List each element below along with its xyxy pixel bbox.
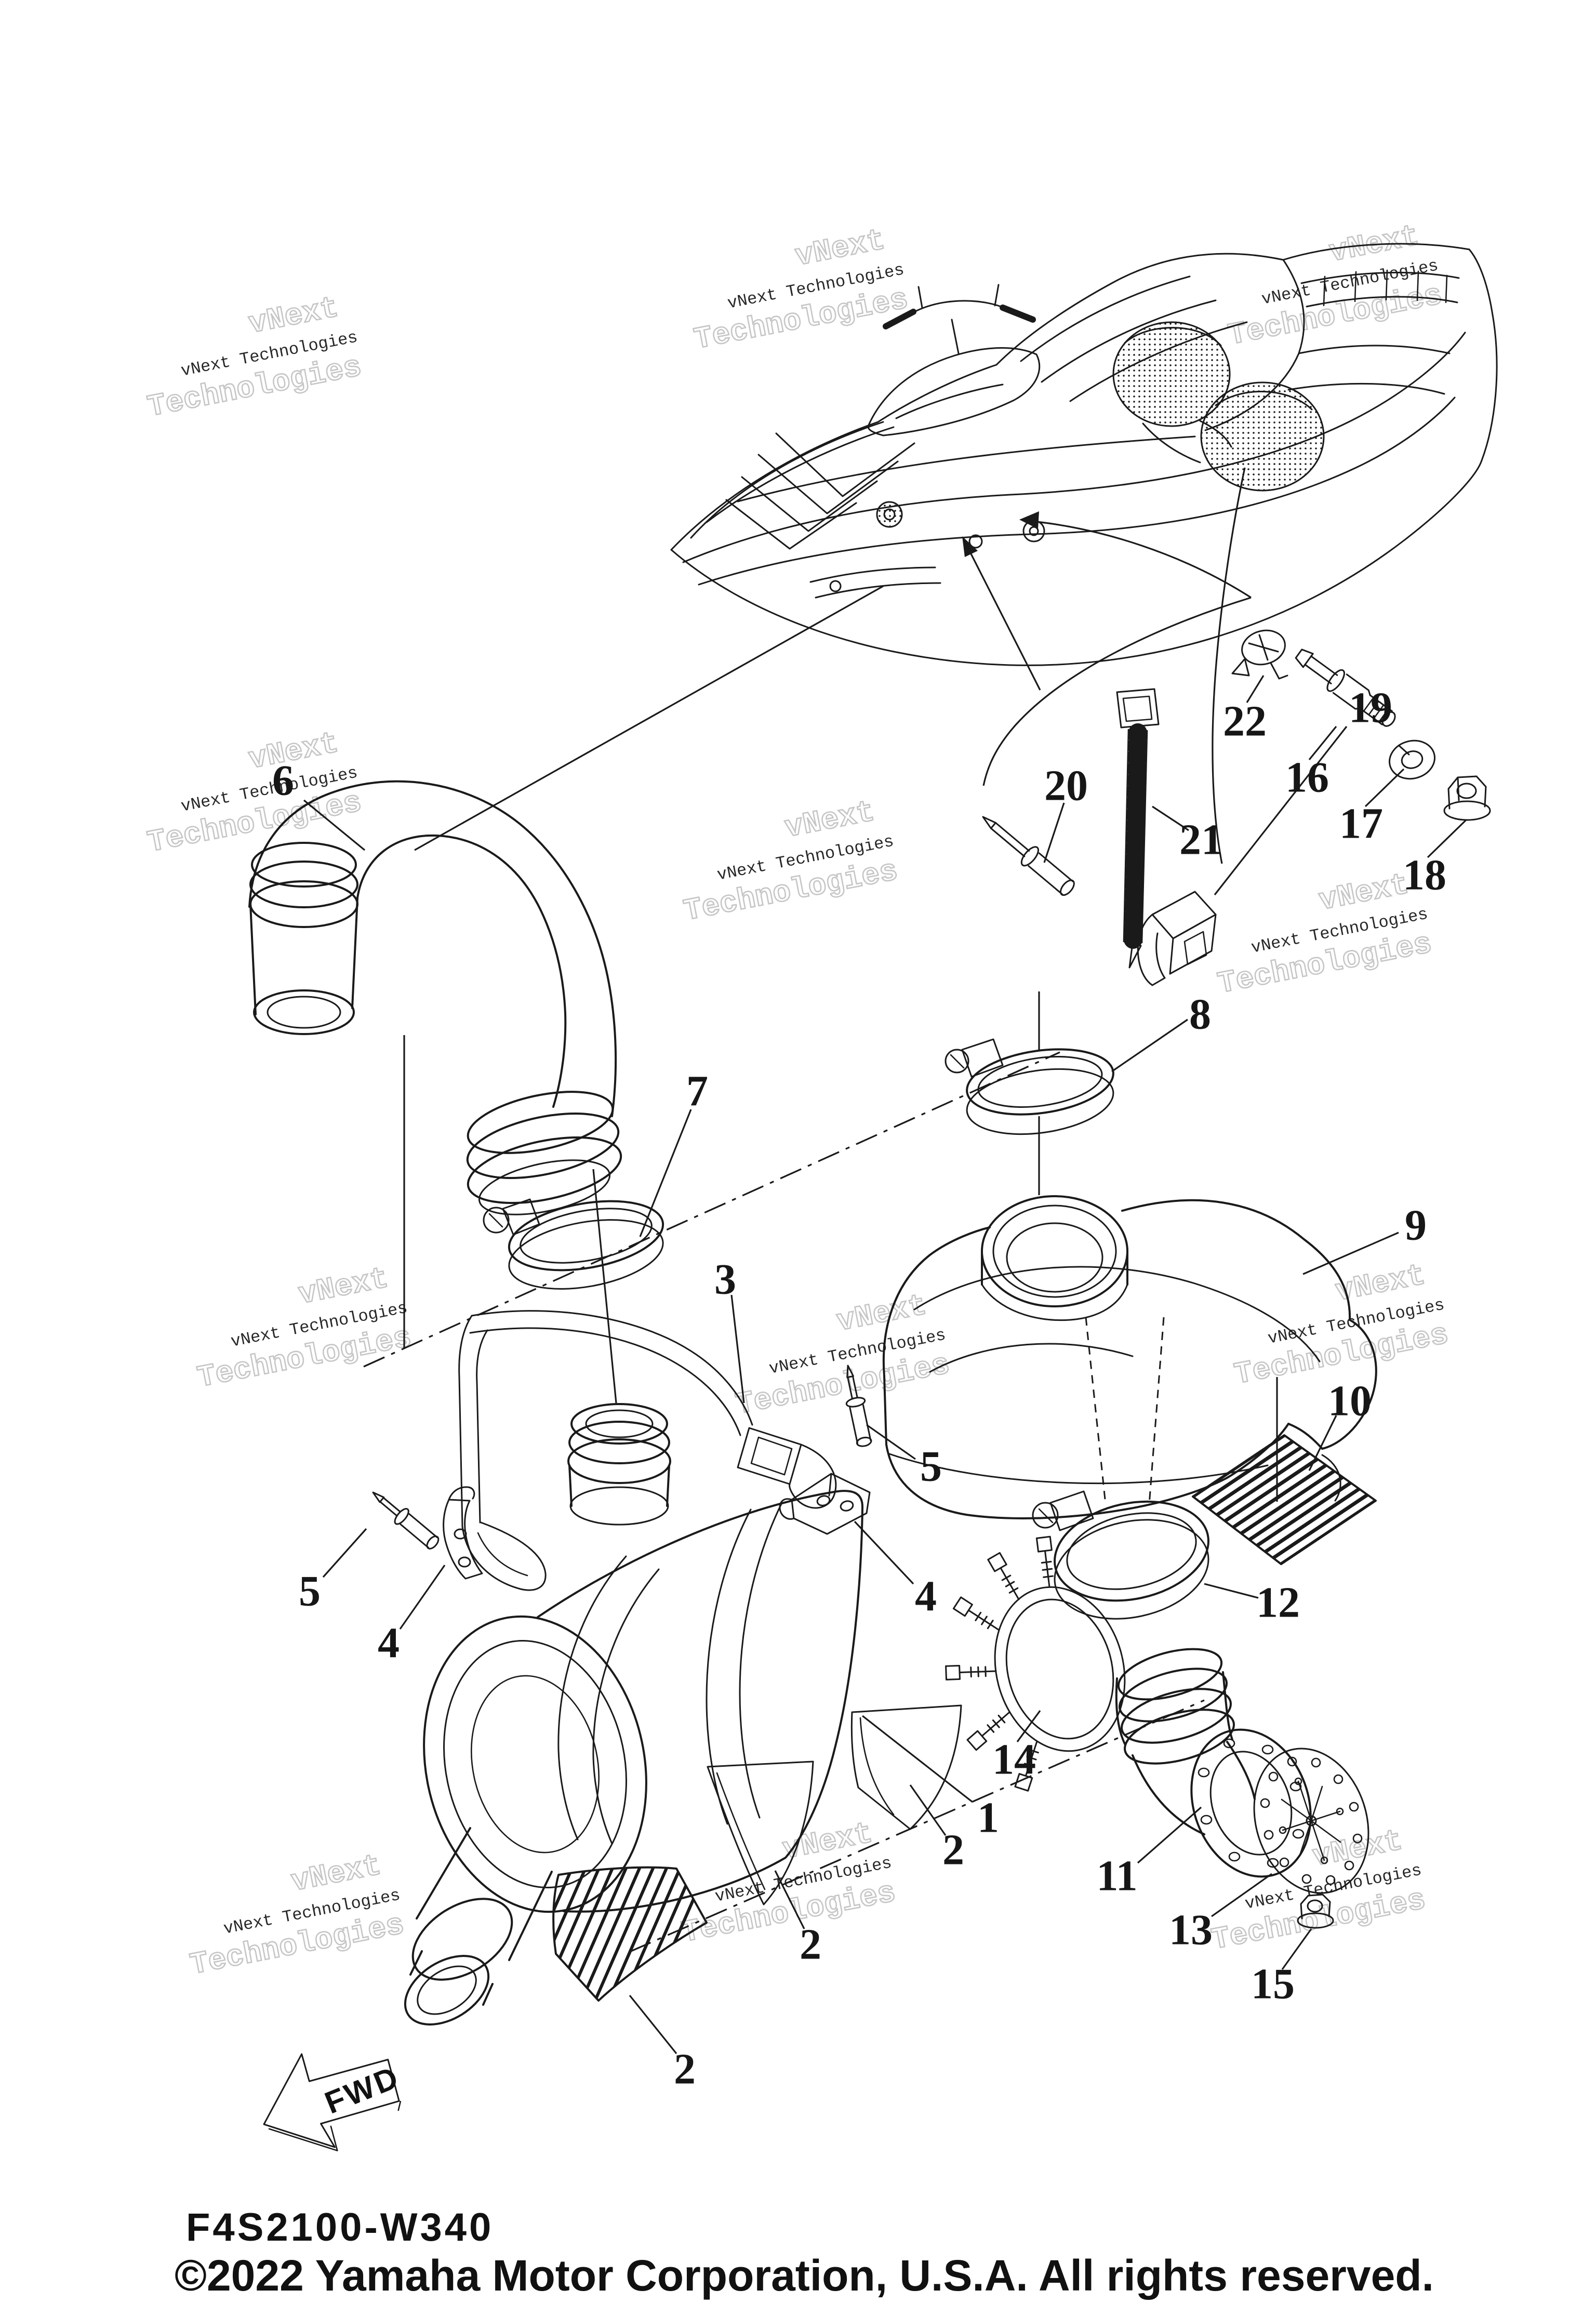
callout-22: 22 xyxy=(1223,697,1267,746)
callout-4: 4 xyxy=(378,1619,400,1667)
part-2-mat-hatched xyxy=(552,1866,708,2002)
callout-10: 10 xyxy=(1328,1377,1372,1425)
callout-9: 9 xyxy=(1405,1201,1427,1250)
part-16-bolt xyxy=(1295,649,1396,727)
callout-20: 20 xyxy=(1044,762,1088,810)
part-19-clamp-bracket xyxy=(1137,891,1217,986)
callout-2: 2 xyxy=(674,2045,696,2094)
part-2-plate-middle xyxy=(707,1761,814,1905)
part-6-exhaust-pipe-joint xyxy=(248,780,622,1215)
callout-19: 19 xyxy=(1349,684,1392,732)
callout-2: 2 xyxy=(942,1826,964,1874)
part-4-bracket-left xyxy=(443,1486,483,1580)
ring-bolts xyxy=(945,1536,1054,1792)
part-5-screw-right xyxy=(845,1365,872,1447)
part-12-hose-clamp xyxy=(1032,1490,1209,1620)
callout-2: 2 xyxy=(800,1921,821,1969)
callout-4: 4 xyxy=(915,1572,937,1621)
part-2-plate-right xyxy=(850,1704,962,1830)
alignment-lines xyxy=(363,991,1278,1953)
callout-5: 5 xyxy=(299,1567,321,1616)
part-22-clip xyxy=(1231,629,1288,680)
part-20-rivet xyxy=(982,816,1075,896)
part-13-perforated-plate xyxy=(1253,1748,1369,1894)
callout-7: 7 xyxy=(686,1067,708,1116)
sweep-curve-right xyxy=(1212,467,1246,864)
part-14-retainer-ring xyxy=(945,1536,1126,1792)
callout-21: 21 xyxy=(1179,816,1223,864)
callout-15: 15 xyxy=(1251,1960,1295,2008)
part-15-nut xyxy=(1297,1894,1334,1929)
callout-13: 13 xyxy=(1169,1906,1213,1954)
part-1-muffler xyxy=(404,1403,863,2026)
part-5-screw-left xyxy=(372,1491,440,1550)
arrowhead-up-left xyxy=(962,536,978,557)
callout-18: 18 xyxy=(1403,851,1446,899)
arrowhead-left xyxy=(1019,511,1039,529)
callout-leaders xyxy=(303,675,1467,2055)
callout-16: 16 xyxy=(1285,753,1329,802)
part-21-cable-tie xyxy=(1116,688,1160,969)
callout-1: 1 xyxy=(977,1794,999,1842)
callout-5: 5 xyxy=(920,1442,942,1491)
part-17-washer xyxy=(1388,739,1436,780)
part-7-hose-clamp xyxy=(483,1198,664,1290)
part-10-damper-mat xyxy=(1192,1434,1377,1565)
callout-3: 3 xyxy=(714,1255,736,1304)
diagram-part-code: F4S2100-W340 xyxy=(186,2205,494,2249)
part-4-bracket-right xyxy=(779,1473,871,1535)
callout-6: 6 xyxy=(272,757,294,805)
fwd-arrow: FWD xyxy=(263,2053,405,2152)
callout-12: 12 xyxy=(1256,1579,1300,1627)
jetski-overview xyxy=(670,243,1498,666)
part-3-band-strap xyxy=(458,1310,837,1591)
copyright-text: ©2022 Yamaha Motor Corporation, U.S.A. A… xyxy=(175,2251,1434,2300)
callout-8: 8 xyxy=(1189,990,1211,1039)
callout-17: 17 xyxy=(1339,800,1383,848)
part-8-hose-clamp xyxy=(945,1038,1114,1135)
part-9-muffler-tank xyxy=(882,1195,1377,1519)
sweep-curve-left xyxy=(982,597,1252,786)
callout-14: 14 xyxy=(992,1736,1036,1784)
callout-11: 11 xyxy=(1096,1852,1137,1900)
part-18-flange-nut xyxy=(1443,775,1491,821)
